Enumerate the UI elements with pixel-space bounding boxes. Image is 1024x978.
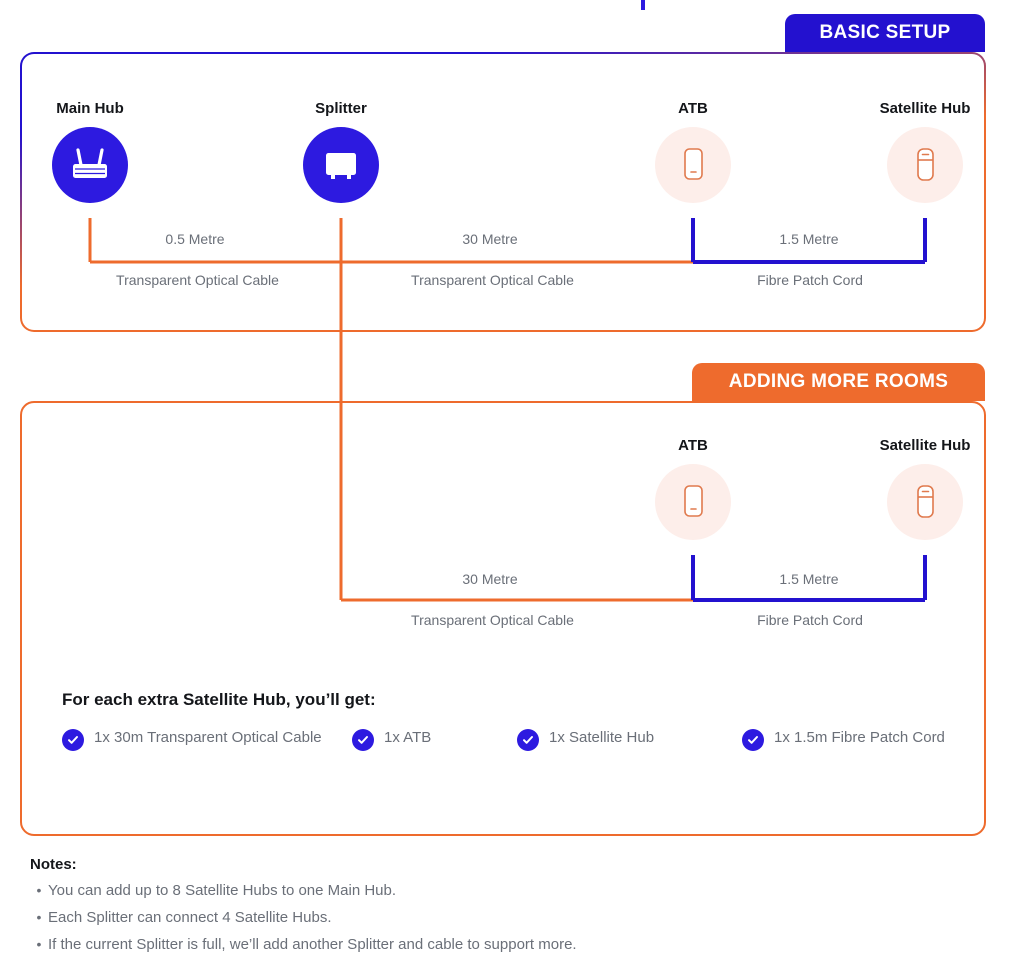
node-splitter: Splitter (281, 100, 401, 203)
extras-list: 1x 30m Transparent Optical Cable 1x ATB … (62, 728, 982, 751)
extra-label: 1x ATB (384, 729, 432, 746)
cable-label-main-to-splitter: Transparent Optical Cable (116, 272, 279, 288)
check-icon (62, 729, 84, 751)
metre-label-atb-to-satellite: 1.5 Metre (744, 231, 874, 247)
atb-icon (655, 127, 731, 203)
cable-label-atb-to-satellite-extra: Fibre Patch Cord (757, 612, 863, 628)
extra-label: 1x Satellite Hub (549, 729, 655, 746)
node-atb-extra: ATB (633, 437, 753, 540)
bullet-icon: • (36, 882, 42, 898)
node-main-hub-label: Main Hub (56, 100, 124, 117)
check-icon (352, 729, 374, 751)
node-satellite-hub-label: Satellite Hub (879, 100, 971, 117)
node-atb-label: ATB (678, 100, 708, 117)
note-text: You can add up to 8 Satellite Hubs to on… (48, 882, 397, 899)
extras-section: For each extra Satellite Hub, you’ll get… (62, 690, 982, 751)
bullet-icon: • (36, 909, 42, 925)
notes-title: Notes: (30, 856, 77, 873)
splitter-icon (303, 127, 379, 203)
metre-label-splitter-to-atb-extra: 30 Metre (425, 571, 555, 587)
node-satellite-hub-extra-label: Satellite Hub (879, 437, 971, 454)
satellite-hub-icon (887, 464, 963, 540)
list-item: • If the current Splitter is full, we’ll… (30, 936, 577, 954)
note-text: If the current Splitter is full, we’ll a… (48, 936, 577, 953)
extra-label: 1x 30m Transparent Optical Cable (94, 729, 322, 746)
check-icon (742, 729, 764, 751)
metre-label-main-to-splitter: 0.5 Metre (130, 231, 260, 247)
notes-section: Notes: • You can add up to 8 Satellite H… (30, 856, 577, 963)
extras-title: For each extra Satellite Hub, you’ll get… (62, 690, 376, 709)
satellite-hub-icon (887, 127, 963, 203)
list-item: 1x ATB (352, 728, 517, 751)
list-item: 1x 1.5m Fibre Patch Cord (742, 728, 982, 751)
cable-label-atb-to-satellite: Fibre Patch Cord (757, 272, 863, 288)
node-atb-basic: ATB (633, 100, 753, 203)
list-item: 1x 30m Transparent Optical Cable (62, 728, 352, 751)
list-item: 1x Satellite Hub (517, 728, 742, 751)
metre-label-splitter-to-atb: 30 Metre (425, 231, 555, 247)
node-splitter-label: Splitter (315, 100, 367, 117)
check-icon (517, 729, 539, 751)
node-atb-extra-label: ATB (678, 437, 708, 454)
panel-adding-more-rooms (20, 401, 986, 836)
metre-label-atb-to-satellite-extra: 1.5 Metre (744, 571, 874, 587)
node-main-hub: Main Hub (30, 100, 150, 203)
node-satellite-hub-basic: Satellite Hub (865, 100, 985, 203)
node-satellite-hub-extra: Satellite Hub (865, 437, 985, 540)
note-text: Each Splitter can connect 4 Satellite Hu… (48, 909, 332, 926)
cable-label-splitter-to-atb-extra: Transparent Optical Cable (411, 612, 574, 628)
extra-label: 1x 1.5m Fibre Patch Cord (774, 729, 945, 746)
cable-label-splitter-to-atb: Transparent Optical Cable (411, 272, 574, 288)
badge-basic-setup: BASIC SETUP (785, 14, 985, 52)
badge-adding-more-rooms: ADDING MORE ROOMS (692, 363, 985, 401)
router-icon (52, 127, 128, 203)
atb-icon (655, 464, 731, 540)
list-item: • You can add up to 8 Satellite Hubs to … (30, 882, 577, 900)
list-item: • Each Splitter can connect 4 Satellite … (30, 909, 577, 927)
bullet-icon: • (36, 936, 42, 952)
panel-basic-setup (20, 52, 986, 332)
